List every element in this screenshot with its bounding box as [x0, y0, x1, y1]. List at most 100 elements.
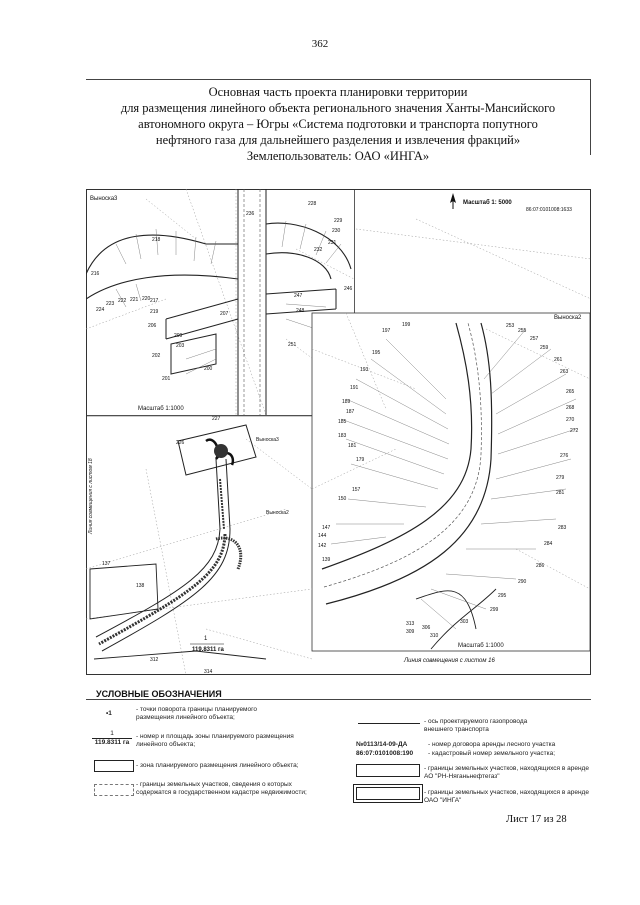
legend-pipeline-swatch — [358, 723, 420, 724]
legend-item-2-line-a: - номер и площадь зоны планируемого разм… — [136, 733, 294, 740]
pt-189: 189 — [342, 399, 351, 405]
title-line-3: автономного округа – Югры «Система подго… — [138, 117, 538, 131]
area-value: 119.8311 га — [192, 647, 225, 653]
inset2-point-labels: 197 199 195 193 191 189 187 185 183 181 … — [318, 322, 579, 639]
legend-item-5: - ось проектируемого газопровода внешнег… — [424, 718, 527, 734]
pt-193: 193 — [360, 367, 369, 373]
legend-item-3: - зона планируемого размещения линейного… — [136, 762, 299, 769]
pt-218: 218 — [152, 237, 161, 243]
pt-206: 206 — [148, 323, 157, 329]
document-title: Основная часть проекта планировки террит… — [80, 84, 596, 164]
cadastral-number: 86:07:0101008:1633 — [526, 207, 572, 213]
legend-item-9-line-b: ОАО "ИНГА" — [424, 797, 462, 804]
legend-item-9: - границы земельных участков, находящихс… — [424, 789, 589, 805]
pt-147: 147 — [322, 525, 331, 531]
pt-279: 279 — [556, 475, 565, 481]
legend-area-symbol-bottom: 119.8311 га — [92, 738, 132, 747]
pt-309: 309 — [406, 629, 415, 635]
pt-222: 222 — [118, 298, 127, 304]
map-drawing: Выноска3 Масштаб 1:1000 236 228 229 230 … — [86, 189, 591, 675]
overview-map — [86, 424, 313, 675]
title-top-rule — [86, 79, 591, 80]
pt-183: 183 — [338, 433, 347, 439]
legend-title: УСЛОВНЫЕ ОБОЗНАЧЕНИЯ — [96, 689, 222, 699]
pt-257: 257 — [530, 336, 539, 342]
legend-cadastre-swatch — [94, 784, 134, 796]
pt-272: 272 — [570, 428, 579, 434]
pt-246: 246 — [344, 286, 353, 292]
legend-item-5-line-b: внешнего транспорта — [424, 726, 489, 733]
pt-314: 314 — [204, 669, 213, 675]
pt-286: 286 — [536, 563, 545, 569]
legend-item-9-line-a: - границы земельных участков, находящихс… — [424, 789, 589, 796]
legend-rn-swatch — [356, 764, 420, 777]
pt-312: 312 — [150, 657, 159, 663]
pt-226: 226 — [176, 440, 185, 446]
pt-313: 313 — [406, 621, 415, 627]
pt-181: 181 — [348, 443, 357, 449]
pt-299: 299 — [490, 607, 499, 613]
inset3-label: Выноска3 — [90, 196, 118, 202]
pt-290: 290 — [518, 579, 527, 585]
legend-item-7: - кадастровый номер земельного участка; — [428, 750, 556, 757]
legend-item-1-line-a: - точки поворота границы планируемого — [136, 706, 257, 713]
pt-268: 268 — [566, 405, 575, 411]
legend-zone-swatch — [94, 760, 134, 772]
pt-219: 219 — [150, 309, 159, 315]
legend-item-4: - границы земельных участков, сведения о… — [136, 781, 307, 797]
pt-236: 236 — [246, 211, 255, 217]
inset-3 — [86, 189, 355, 416]
pt-201: 201 — [162, 376, 171, 382]
pt-202: 202 — [152, 353, 161, 359]
pt-283: 283 — [558, 525, 567, 531]
pt-224: 224 — [96, 307, 105, 313]
pt-138: 138 — [136, 583, 145, 589]
pt-255: 255 — [518, 328, 527, 334]
main-scale: Масштаб 1: 5000 — [463, 199, 512, 206]
pt-229: 229 — [334, 218, 343, 224]
inset-2 — [311, 312, 591, 652]
pt-187: 187 — [346, 409, 355, 415]
legend-item-1: - точки поворота границы планируемого ра… — [136, 706, 257, 722]
pt-137: 137 — [102, 561, 111, 567]
pt-248: 248 — [296, 308, 305, 314]
pt-221: 221 — [130, 297, 139, 303]
title-right-rule — [590, 79, 591, 155]
pt-150: 150 — [338, 496, 347, 502]
pt-303: 303 — [460, 619, 469, 625]
title-line-2: для размещения линейного объекта региона… — [120, 101, 556, 115]
inset2-scale: Масштаб 1:1000 — [458, 643, 504, 649]
legend-area-symbol: 1 119.8311 га — [92, 730, 132, 747]
match-line-right: Линия совмещения с листом 16 — [403, 658, 495, 664]
pt-265: 265 — [566, 389, 575, 395]
pt-139: 139 — [322, 557, 331, 563]
legend-item-8: - границы земельных участков, находящихс… — [424, 765, 589, 781]
pt-259: 259 — [540, 345, 549, 351]
pt-284: 284 — [544, 541, 553, 547]
pt-199: 199 — [402, 322, 411, 328]
pt-263: 263 — [560, 369, 569, 375]
pt-230: 230 — [332, 228, 341, 234]
pt-200: 200 — [204, 366, 213, 372]
legend-point-symbol: •1 — [106, 710, 112, 717]
legend-item-4-line-a: - границы земельных участков, сведения о… — [136, 781, 292, 788]
sheet-number: Лист 17 из 28 — [506, 814, 567, 825]
pt-276: 276 — [560, 453, 569, 459]
legend-lease-symbol: №0113/14-09-ДА — [356, 741, 408, 748]
planning-map: Выноска3 Масштаб 1:1000 236 228 229 230 … — [86, 189, 591, 675]
legend-area-symbol-top: 1 — [110, 730, 114, 737]
pt-207: 207 — [220, 311, 229, 317]
title-line-1: Основная часть проекта планировки террит… — [208, 85, 468, 99]
pt-217: 217 — [150, 298, 159, 304]
pt-247: 247 — [294, 293, 303, 299]
pt-261: 261 — [554, 357, 563, 363]
area-label: 1 119.8311 га — [190, 636, 225, 653]
pt-231: 231 — [328, 240, 337, 246]
pt-203: 203 — [176, 343, 185, 349]
pt-157: 157 — [352, 487, 361, 493]
pt-306: 306 — [422, 625, 431, 631]
north-arrow-icon — [450, 193, 456, 209]
main-inset2-label: Выноска2 — [266, 510, 289, 516]
legend-item-1-line-b: размещения линейного объекта; — [136, 714, 235, 721]
pt-179: 179 — [356, 457, 365, 463]
